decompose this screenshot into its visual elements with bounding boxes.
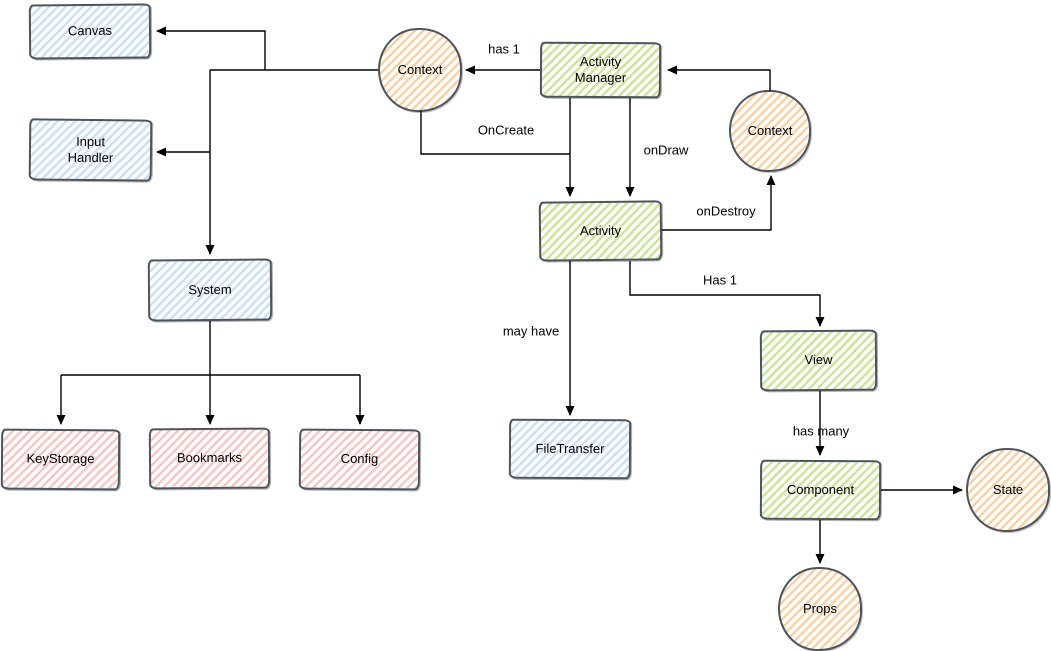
edge-contextright-to-activitymanager [667,65,771,91]
edge-label-has-1-view: Has 1 [703,272,737,288]
node-system[interactable]: System [147,258,273,322]
edge-contextleft-oncreate-branch [420,111,570,155]
node-activity-manager[interactable]: Activity Manager [539,41,662,99]
node-canvas[interactable]: Canvas [28,3,152,60]
edge-label-ondestroy: onDestroy [696,203,756,219]
edge-label-may-have: may have [502,323,560,339]
edge-label-has-many: has many [792,423,850,439]
node-component[interactable]: Component [759,459,882,521]
node-props[interactable]: Props [778,567,862,651]
node-context-left[interactable]: Context [378,28,462,112]
node-input-handler[interactable]: Input Handler [28,118,153,182]
edge-label-oncreate: OnCreate [477,122,535,138]
edge-trunk-to-canvas [156,26,266,70]
edge-label-ondraw: onDraw [643,142,689,158]
edge-label-has-1-context: has 1 [488,41,520,57]
node-config[interactable]: Config [298,428,421,491]
node-bookmarks[interactable]: Bookmarks [148,427,271,490]
edge-activity-to-contextright-ondestroy [662,175,776,231]
node-context-right[interactable]: Context [729,90,811,172]
node-keystorage[interactable]: KeyStorage [0,428,121,491]
node-view[interactable]: View [759,329,878,392]
node-state[interactable]: State [966,448,1050,532]
node-filetransfer[interactable]: FileTransfer [508,418,632,480]
edge-activity-to-view-has1 [629,261,825,327]
node-activity[interactable]: Activity [538,200,663,262]
